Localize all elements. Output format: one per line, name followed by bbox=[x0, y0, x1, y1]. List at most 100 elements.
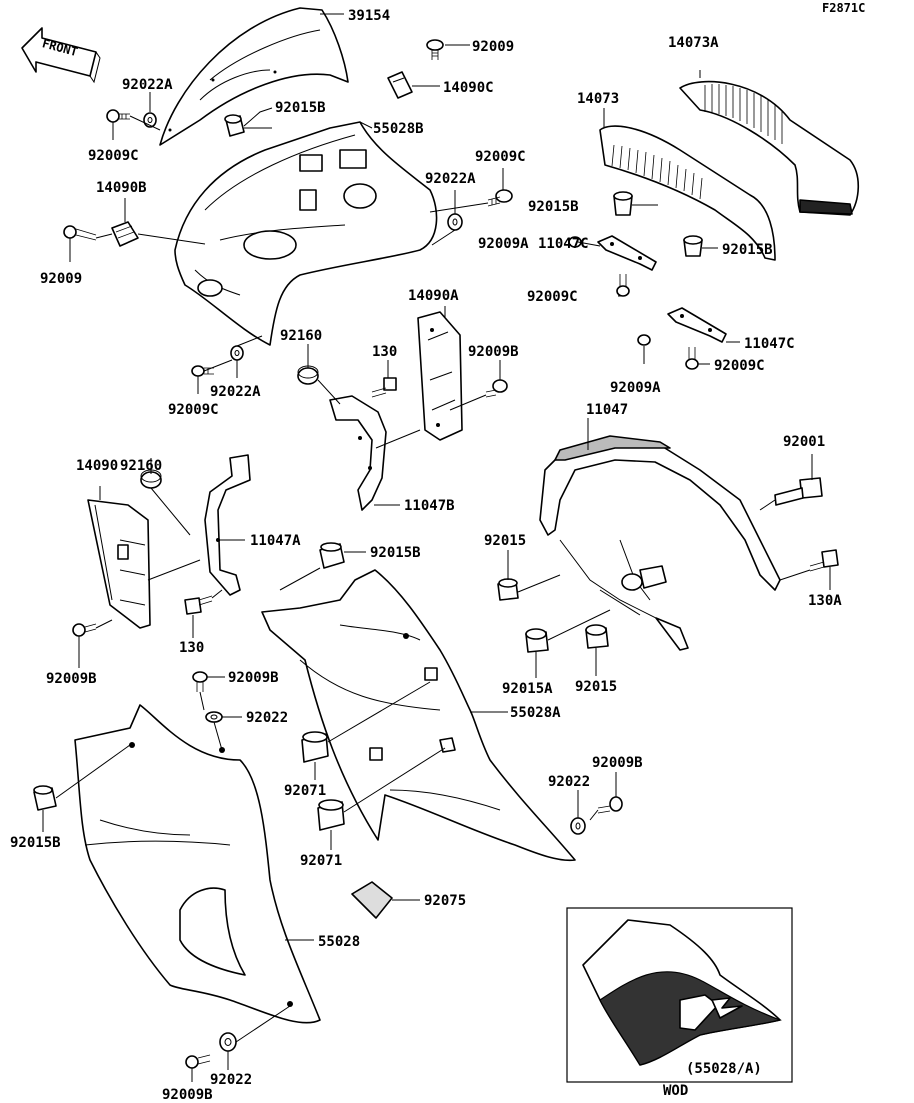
inset-caption: WOD bbox=[663, 1083, 688, 1099]
label-92009B-4: 92009B bbox=[592, 755, 643, 771]
label-92009C-low: 92009C bbox=[168, 402, 219, 418]
bracket-11047B bbox=[329, 395, 387, 511]
label-92022A-mid: 92022A bbox=[425, 171, 476, 187]
label-55028A: 55028A bbox=[510, 705, 561, 721]
screw-92009B-4 bbox=[597, 796, 623, 814]
label-92009A-1: 92009A bbox=[478, 236, 529, 252]
air-duct-14073A bbox=[679, 80, 860, 216]
label-14090A: 14090A bbox=[408, 288, 459, 304]
label-14090B: 14090B bbox=[96, 180, 147, 196]
washer-92022-1 bbox=[205, 711, 223, 723]
label-92009B-1: 92009B bbox=[468, 344, 519, 360]
screw-92009B-3 bbox=[192, 671, 208, 692]
screw-92009C-low bbox=[191, 365, 214, 377]
frame-stay-11047 bbox=[539, 435, 781, 651]
washer-92022A-mid bbox=[447, 213, 463, 231]
label-11047A: 11047A bbox=[250, 533, 301, 549]
label-130A: 130A bbox=[808, 593, 842, 609]
nut-92015B-mid bbox=[319, 542, 345, 569]
label-92009B-2: 92009B bbox=[46, 671, 97, 687]
screw-92009B-1 bbox=[485, 379, 508, 398]
part-labels: 39154 92009 14090C 92022A 92015B 92009C … bbox=[10, 8, 842, 1103]
bracket-11047C-2 bbox=[667, 307, 727, 343]
label-14090: 14090 bbox=[76, 458, 118, 474]
label-92015B-top: 92015B bbox=[275, 100, 326, 116]
nut-92015B-top bbox=[224, 114, 245, 137]
label-130-2: 130 bbox=[179, 640, 204, 656]
nut-92015B-r1 bbox=[613, 191, 633, 216]
label-92009C-tl: 92009C bbox=[88, 148, 139, 164]
label-14073A: 14073A bbox=[668, 35, 719, 51]
clip-14090B bbox=[111, 221, 139, 247]
middle-cowl-55028A bbox=[261, 569, 576, 862]
bracket-11047C-1 bbox=[597, 235, 657, 271]
inset-label: (55028/A) bbox=[686, 1061, 762, 1077]
label-92022-1: 92022 bbox=[246, 710, 288, 726]
nut-92015-2 bbox=[585, 624, 609, 649]
nut-92015A bbox=[525, 628, 549, 653]
upper-cowl-part bbox=[174, 121, 438, 346]
screw-92009-left bbox=[63, 225, 97, 241]
bolt-130A bbox=[809, 549, 839, 572]
label-92009B-5: 92009B bbox=[162, 1087, 213, 1103]
screw-92009B-2 bbox=[72, 623, 97, 637]
label-92022A-tl: 92022A bbox=[122, 77, 173, 93]
label-39154: 39154 bbox=[348, 8, 390, 24]
label-92015B-mid: 92015B bbox=[370, 545, 421, 561]
pad-92075 bbox=[351, 881, 393, 919]
label-92009-top: 92009 bbox=[472, 39, 514, 55]
label-55028B: 55028B bbox=[373, 121, 424, 137]
label-14090C: 14090C bbox=[443, 80, 494, 96]
washer-92022-3 bbox=[219, 1032, 237, 1052]
label-11047C-2: 11047C bbox=[744, 336, 795, 352]
bolt-130-1 bbox=[371, 377, 397, 398]
washer-92022A-tl bbox=[143, 112, 157, 128]
grommet-92160-1 bbox=[297, 365, 319, 385]
screw-92009C-mid bbox=[487, 189, 513, 207]
diagram-code: F2871C bbox=[822, 1, 865, 15]
label-92009-left: 92009 bbox=[40, 271, 82, 287]
screw-92009C-tl bbox=[106, 109, 130, 123]
air-duct-14073 bbox=[599, 125, 776, 261]
screw-92009C-r1 bbox=[616, 274, 630, 297]
inset-box: (55028/A) WOD bbox=[566, 907, 793, 1099]
washer-92022-2 bbox=[570, 817, 586, 835]
label-92009C-mid: 92009C bbox=[475, 149, 526, 165]
label-130-1: 130 bbox=[372, 344, 397, 360]
label-92071-1: 92071 bbox=[284, 783, 326, 799]
grommet-92071-1 bbox=[301, 731, 329, 763]
label-92009B-3: 92009B bbox=[228, 670, 279, 686]
bracket-11047A bbox=[204, 454, 251, 596]
label-92009A-2: 92009A bbox=[610, 380, 661, 396]
label-11047B: 11047B bbox=[404, 498, 455, 514]
label-92015B-r1: 92015B bbox=[528, 199, 579, 215]
label-11047: 11047 bbox=[586, 402, 628, 418]
label-92022-2: 92022 bbox=[548, 774, 590, 790]
label-92022-3: 92022 bbox=[210, 1072, 252, 1088]
label-55028: 55028 bbox=[318, 934, 360, 950]
inner-panel-14090A bbox=[417, 311, 463, 441]
inner-panel-14090 bbox=[87, 499, 151, 629]
label-92071-2: 92071 bbox=[300, 853, 342, 869]
windshield-part bbox=[159, 7, 349, 146]
label-92009C-r2: 92009C bbox=[714, 358, 765, 374]
nut-92015B-r2 bbox=[683, 235, 703, 257]
label-92015-2: 92015 bbox=[575, 679, 617, 695]
label-92015A: 92015A bbox=[502, 681, 553, 697]
label-11047C-1: 11047C bbox=[538, 236, 589, 252]
label-92160-2: 92160 bbox=[120, 458, 162, 474]
nut-92015-1 bbox=[497, 578, 519, 601]
label-92075: 92075 bbox=[424, 893, 466, 909]
label-92001: 92001 bbox=[783, 434, 825, 450]
label-92009C-r1: 92009C bbox=[527, 289, 578, 305]
screw-92009A-1 bbox=[568, 236, 582, 248]
front-arrow-icon: FRONT bbox=[21, 27, 101, 84]
label-92015B-r2: 92015B bbox=[722, 242, 773, 258]
screw-92009C-r2 bbox=[685, 347, 699, 370]
washer-92022A-low bbox=[230, 345, 244, 361]
label-92160-1: 92160 bbox=[280, 328, 322, 344]
label-92015-1: 92015 bbox=[484, 533, 526, 549]
label-92022A-low: 92022A bbox=[210, 384, 261, 400]
label-92015B-low: 92015B bbox=[10, 835, 61, 851]
